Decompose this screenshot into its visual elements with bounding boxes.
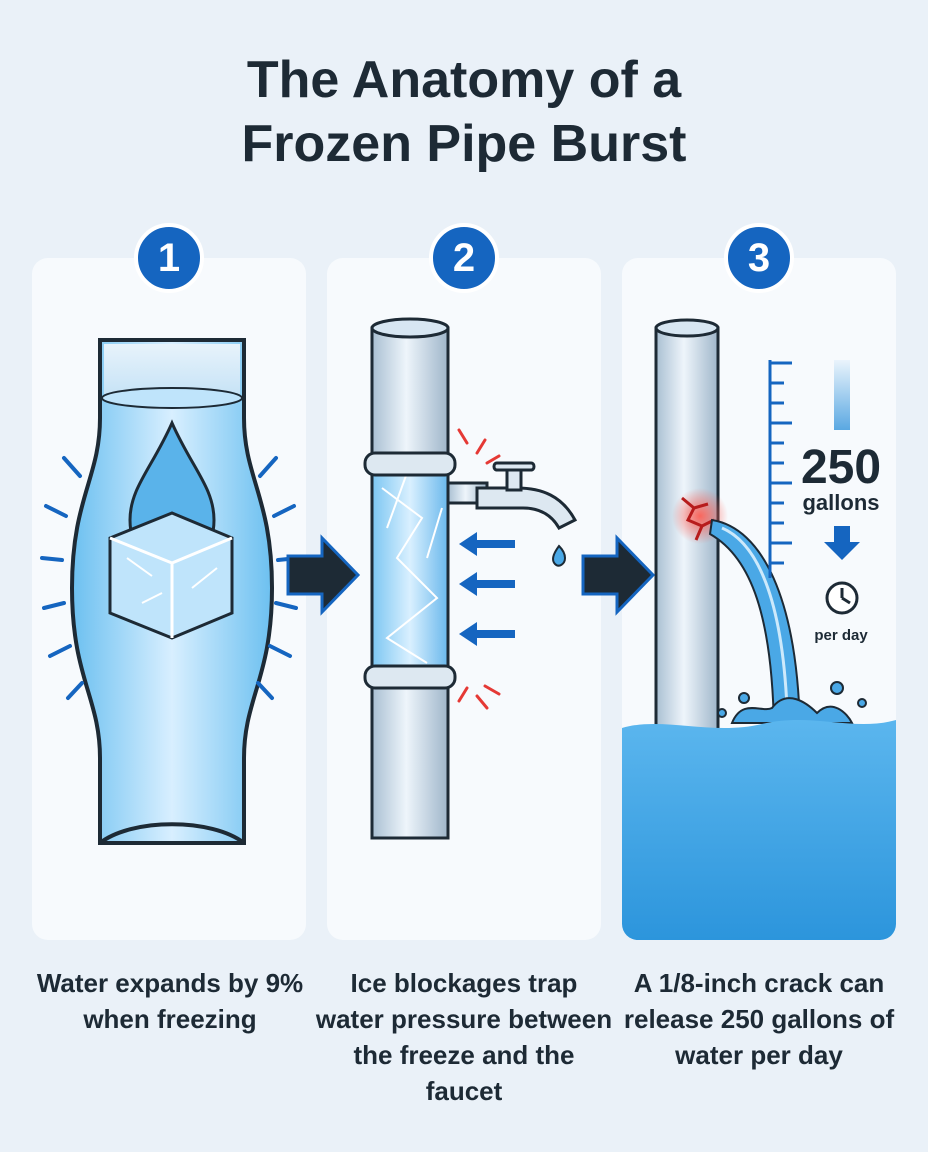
expanding-pipe-illustration — [40, 338, 300, 845]
burst-pipe-illustration — [622, 318, 896, 940]
ice-cube-icon — [108, 511, 234, 640]
title-line-2: Frozen Pipe Burst — [241, 115, 687, 173]
title-line-1: The Anatomy of a — [246, 51, 682, 109]
stat-unit: gallons — [802, 490, 880, 515]
step-2-badge: 2 — [429, 223, 499, 293]
step-2-panel — [327, 258, 601, 940]
down-arrow-icon — [824, 526, 860, 560]
page-title: The Anatomy of a Frozen Pipe Burst — [0, 48, 928, 176]
pipe-clamp-bottom — [363, 664, 457, 690]
level-bar — [834, 360, 850, 430]
pressure-arrows — [459, 532, 515, 646]
drip-icon — [551, 544, 567, 567]
splash — [717, 681, 867, 724]
water-surface — [101, 387, 243, 409]
blocked-pipe-illustration — [363, 317, 578, 840]
faucet-icon — [446, 461, 578, 567]
step-1-panel — [32, 258, 306, 940]
stat-period: per day — [814, 627, 868, 644]
step-3-badge: 3 — [724, 223, 794, 293]
step-2-caption: Ice blockages trap water pressure betwee… — [315, 968, 613, 1106]
stat-value: 250 — [800, 441, 882, 494]
stress-marks — [457, 428, 501, 710]
water-pool — [622, 720, 896, 940]
pipe-interior — [104, 344, 240, 394]
step-1-badge: 1 — [134, 223, 204, 293]
measurement-scale — [768, 360, 792, 578]
step-3-panel — [622, 258, 896, 940]
step-1-caption: Water expands by 9% when freezing — [36, 968, 304, 1034]
clock-icon — [825, 581, 859, 615]
step-3-caption: A 1/8-inch crack can release 250 gallons… — [623, 968, 895, 1070]
pipe-clamp-top — [363, 451, 457, 477]
